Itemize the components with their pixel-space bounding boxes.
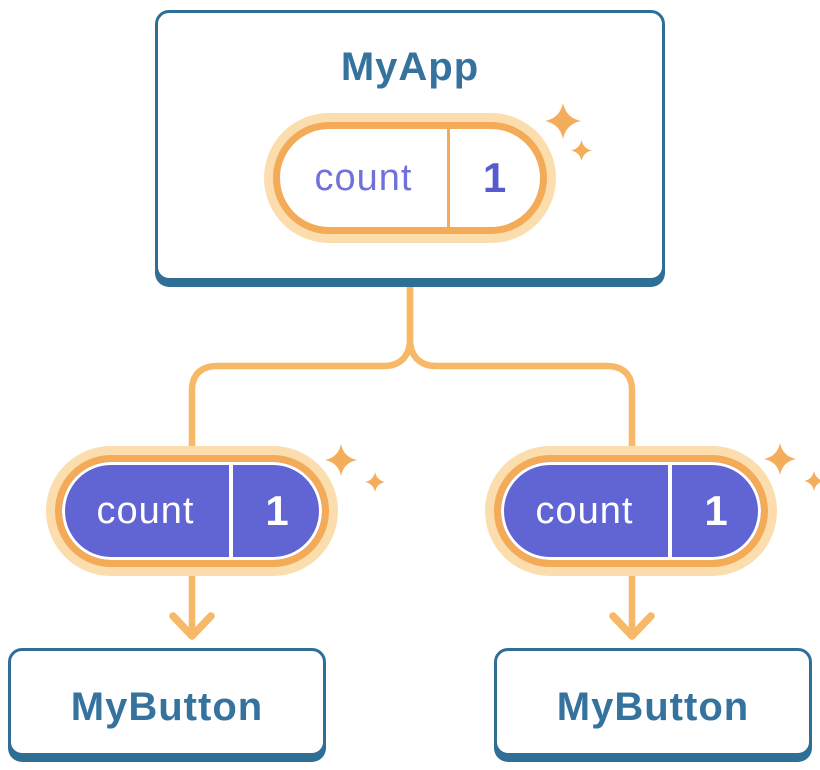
state-value: 1 xyxy=(704,487,729,534)
state-label: count xyxy=(535,489,634,532)
arrow-head-left xyxy=(169,612,215,640)
state-pill-body: count 1 xyxy=(494,455,768,567)
pill-divider xyxy=(668,462,672,560)
state-pill-myapp: count 1 xyxy=(264,113,556,243)
mybutton-title: MyButton xyxy=(70,684,264,729)
myapp-title: MyApp xyxy=(340,45,480,89)
arrow-head-right xyxy=(609,612,655,640)
state-pill-mybutton-right: count 1 xyxy=(485,446,777,576)
state-label: count xyxy=(314,156,413,199)
mybutton-component-card-right: MyButton xyxy=(494,648,812,756)
pill-divider xyxy=(229,462,233,560)
mybutton-component-card-left: MyButton xyxy=(8,648,326,756)
branch-line-right xyxy=(406,286,636,452)
pill-divider xyxy=(447,129,450,227)
state-label: count xyxy=(96,489,195,532)
state-value: 1 xyxy=(482,154,508,201)
branch-line-left xyxy=(188,286,414,452)
state-pill-body: count 1 xyxy=(55,455,329,567)
state-pill-mybutton-left: count 1 xyxy=(46,446,338,576)
mybutton-title: MyButton xyxy=(556,684,750,729)
state-value: 1 xyxy=(265,487,290,534)
state-pill-body: count 1 xyxy=(273,122,547,234)
